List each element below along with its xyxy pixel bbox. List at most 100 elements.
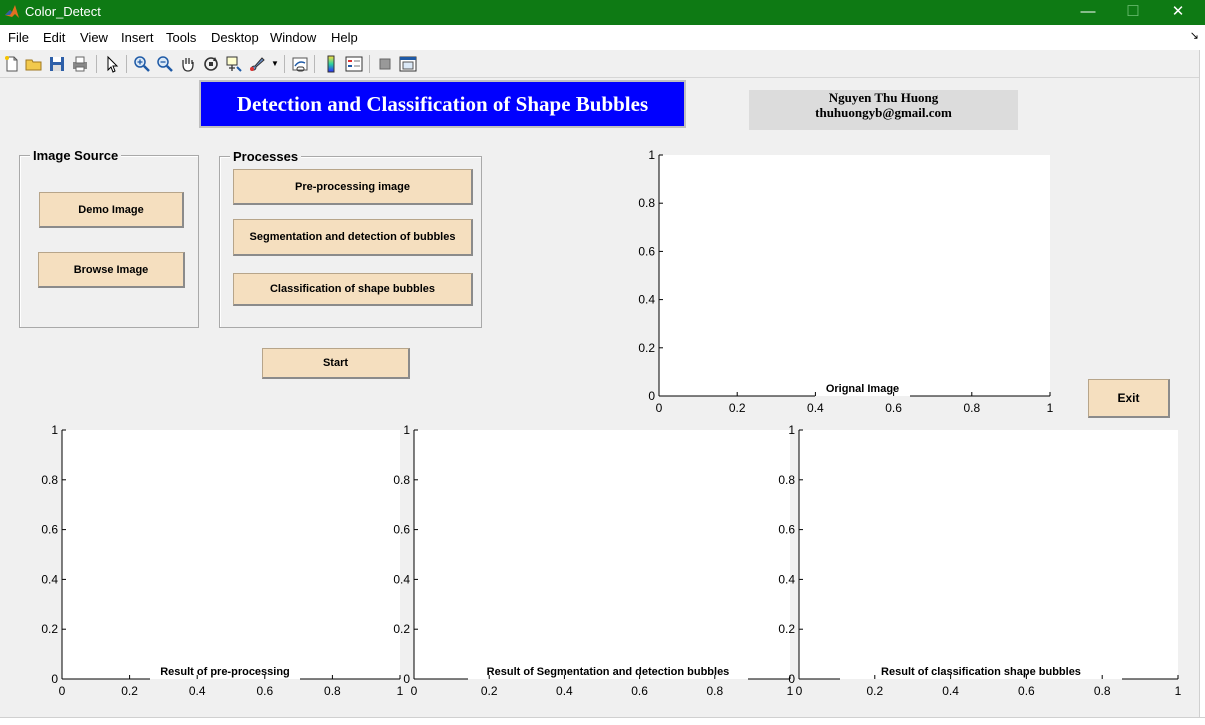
- window-right-edge: [1199, 50, 1205, 725]
- brush-icon[interactable]: [247, 54, 267, 74]
- legend-icon[interactable]: [344, 54, 364, 74]
- x-tick-label: 0.2: [481, 684, 498, 698]
- image-source-panel-title: Image Source: [30, 148, 122, 163]
- x-tick-label: 1: [1047, 401, 1054, 415]
- author-name: Nguyen Thu Huong: [828, 90, 939, 105]
- segmentation-button[interactable]: Segmentation and detection of bubbles: [233, 219, 473, 256]
- x-tick-label: 1: [787, 684, 794, 698]
- exit-button[interactable]: Exit: [1088, 379, 1170, 418]
- zoom-out-icon[interactable]: [155, 54, 175, 74]
- window-bottom-edge: [0, 717, 1205, 725]
- pan-hand-icon[interactable]: [178, 54, 198, 74]
- x-tick-label: 1: [1175, 684, 1182, 698]
- pointer-icon[interactable]: [102, 54, 122, 74]
- x-tick-label: 0: [59, 684, 66, 698]
- y-tick-label: 0.4: [393, 572, 410, 586]
- window-titlebar: Color_Detect — ☐ ✕: [0, 0, 1205, 25]
- x-tick-label: 0.4: [807, 401, 824, 415]
- y-tick-label: 0.2: [393, 622, 410, 636]
- y-tick-label: 0.6: [638, 244, 655, 258]
- x-tick-label: 0.8: [324, 684, 341, 698]
- x-tick-label: 0: [656, 401, 663, 415]
- maximize-button[interactable]: ☐: [1126, 3, 1140, 20]
- y-tick-label: 0: [648, 389, 655, 403]
- demo-image-button[interactable]: Demo Image: [39, 192, 184, 228]
- browse-image-button[interactable]: Browse Image: [38, 252, 185, 288]
- y-tick-label: 0.8: [41, 473, 58, 487]
- x-tick-label: 1: [397, 684, 404, 698]
- y-tick-label: 0.2: [41, 622, 58, 636]
- y-tick-label: 1: [403, 423, 410, 437]
- menu-tools[interactable]: Tools: [166, 30, 197, 45]
- figure-toolbar: ▼: [0, 50, 1205, 78]
- menu-file[interactable]: File: [8, 30, 29, 45]
- image-source-panel: Image Source: [19, 148, 199, 328]
- y-tick-label: 1: [788, 423, 795, 437]
- y-tick-label: 0: [403, 672, 410, 686]
- menu-view[interactable]: View: [80, 30, 108, 45]
- axes-label: Result of pre-processing: [160, 666, 290, 678]
- rotate-3d-icon[interactable]: [201, 54, 221, 74]
- x-tick-label: 0.8: [1094, 684, 1111, 698]
- y-tick-label: 0.6: [393, 523, 410, 537]
- processes-panel: Processes: [219, 149, 482, 328]
- x-tick-label: 0.2: [866, 684, 883, 698]
- plot-area: [659, 155, 1050, 396]
- colorbar-icon[interactable]: [321, 54, 341, 74]
- link-plot-icon[interactable]: [290, 54, 310, 74]
- x-tick-label: 0.4: [556, 684, 573, 698]
- y-tick-label: 0.8: [393, 473, 410, 487]
- x-tick-label: 0.6: [885, 401, 902, 415]
- zoom-in-icon[interactable]: [132, 54, 152, 74]
- author-email: thuhuongyb@gmail.com: [815, 105, 952, 120]
- x-tick-label: 0.6: [1018, 684, 1035, 698]
- print-icon[interactable]: [70, 54, 90, 74]
- close-button[interactable]: ✕: [1171, 3, 1185, 20]
- y-tick-label: 0: [788, 672, 795, 686]
- menu-insert[interactable]: Insert: [121, 30, 154, 45]
- y-tick-label: 0.4: [41, 572, 58, 586]
- x-tick-label: 0.4: [942, 684, 959, 698]
- menu-help[interactable]: Help: [331, 30, 358, 45]
- x-tick-label: 0.4: [189, 684, 206, 698]
- menu-edit[interactable]: Edit: [43, 30, 66, 45]
- processes-panel-title: Processes: [230, 149, 302, 164]
- start-button[interactable]: Start: [262, 348, 410, 379]
- x-tick-label: 0: [796, 684, 803, 698]
- y-tick-label: 0.4: [638, 293, 655, 307]
- window-title: Color_Detect: [25, 4, 101, 19]
- minimize-button[interactable]: —: [1080, 3, 1096, 20]
- author-box: Nguyen Thu Huong thuhuongyb@gmail.com: [749, 90, 1018, 130]
- x-tick-label: 0: [411, 684, 418, 698]
- new-file-icon[interactable]: [2, 54, 22, 74]
- menu-bar: File Edit View Insert Tools Desktop Wind…: [0, 25, 1205, 50]
- y-tick-label: 0.8: [638, 196, 655, 210]
- open-file-icon[interactable]: [24, 54, 44, 74]
- plot-area: [799, 430, 1178, 679]
- hide-plot-tools-icon[interactable]: [375, 54, 395, 74]
- x-tick-label: 0.6: [631, 684, 648, 698]
- classification-button[interactable]: Classification of shape bubbles: [233, 273, 473, 306]
- y-tick-label: 0.6: [41, 523, 58, 537]
- y-tick-label: 1: [51, 423, 58, 437]
- dock-arrow-icon[interactable]: ↘: [1189, 30, 1199, 42]
- menu-window[interactable]: Window: [270, 30, 317, 45]
- x-tick-label: 0.2: [729, 401, 746, 415]
- x-tick-label: 0.6: [256, 684, 273, 698]
- menu-desktop[interactable]: Desktop: [211, 30, 259, 45]
- plot-area: [62, 430, 400, 679]
- matlab-logo-icon: [5, 5, 19, 18]
- preprocessing-button[interactable]: Pre-processing image: [233, 169, 473, 205]
- x-tick-label: 0.2: [121, 684, 138, 698]
- show-plot-tools-icon[interactable]: [398, 54, 418, 74]
- y-tick-label: 0.6: [778, 523, 795, 537]
- brush-dropdown-icon[interactable]: ▼: [271, 59, 279, 68]
- data-cursor-icon[interactable]: [224, 54, 244, 74]
- y-tick-label: 0.2: [638, 341, 655, 355]
- y-tick-label: 0.4: [778, 572, 795, 586]
- save-icon[interactable]: [47, 54, 67, 74]
